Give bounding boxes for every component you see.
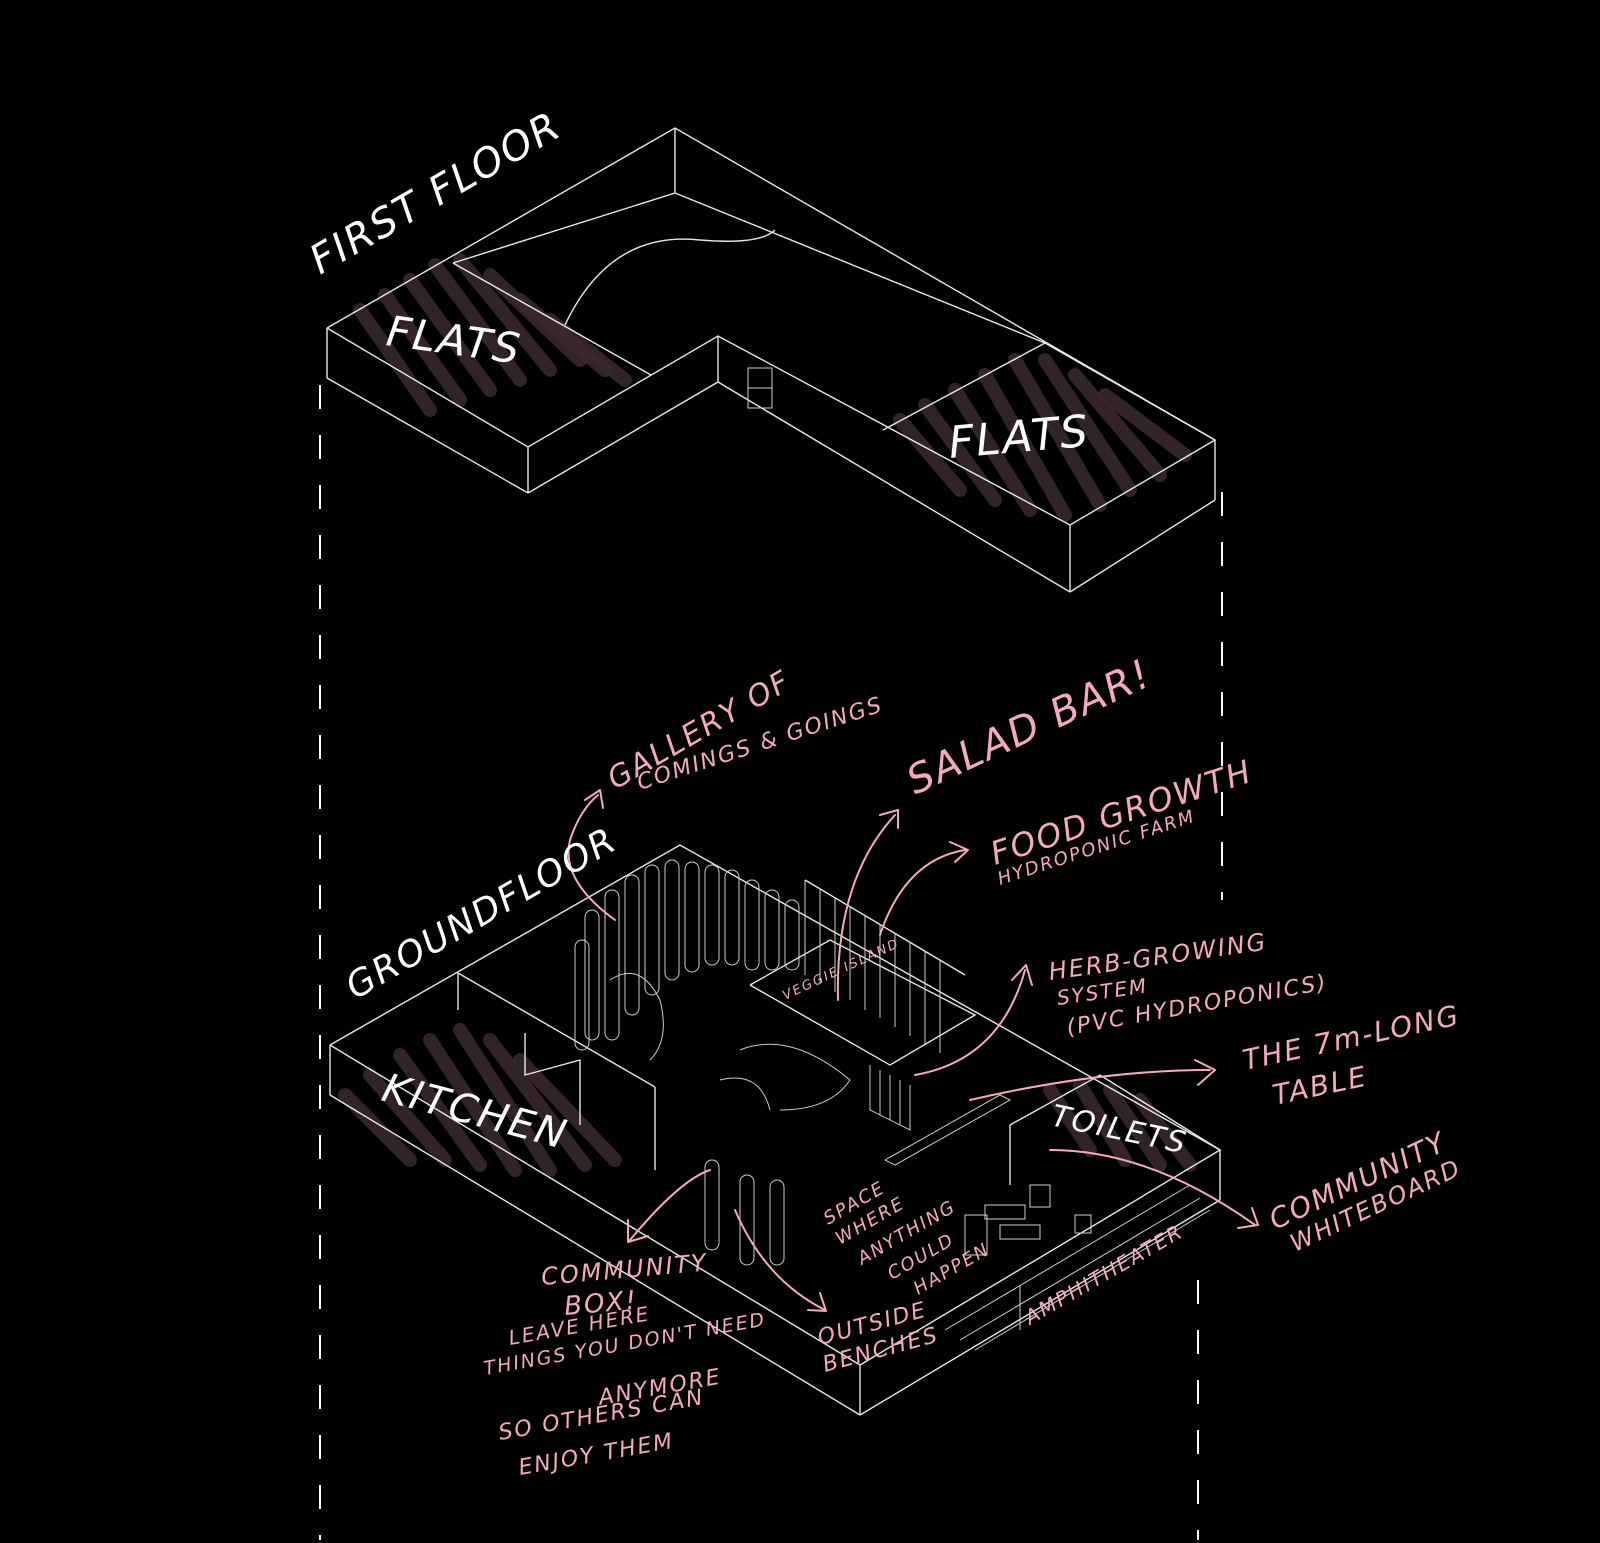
box-line1: COMMUNITY (540, 1249, 709, 1291)
arrow-herb (914, 969, 1026, 1076)
ground-floor-slab (329, 844, 1222, 1416)
arrow-gallery (567, 794, 616, 921)
arrow-whiteboard (1049, 1149, 1256, 1226)
herb-line1: HERB-GROWING (1047, 928, 1269, 986)
amphitheater-label: AMPHITHEATER (1019, 1219, 1188, 1330)
first-floor-hatching (353, 253, 1192, 522)
salad-bar-label: SALAD BAR! (900, 651, 1159, 804)
box-line2: BOX! (563, 1286, 639, 1322)
herb-annotation: HERB-GROWING SYSTEM (PVC HYDROPONICS) (1047, 928, 1330, 1041)
food-growth-annotation: FOOD GROWTH HYDROPONIC FARM (986, 752, 1257, 890)
groundfloor-title: GROUNDFLOOR (339, 819, 624, 1007)
annotation-arrows (567, 789, 1259, 1312)
first-floor-title: FIRST FLOOR (302, 103, 569, 284)
first-floor-slab (326, 127, 1217, 593)
ground-floor-hatching (338, 1023, 1197, 1177)
projection-lines (319, 385, 1223, 1540)
space-annotation: SPACE WHERE ANYTHING COULD HAPPEN (820, 1177, 994, 1299)
arrow-table (969, 1069, 1211, 1101)
veggie-island-structure (719, 879, 977, 1131)
arrow-food-growth (879, 849, 966, 936)
amphitheater-blocks (964, 1184, 1092, 1256)
arrow-benches (734, 1209, 826, 1311)
flats-label-right: FLATS (947, 406, 1092, 469)
arrow-salad-bar (836, 814, 896, 1001)
whiteboard-annotation: COMMUNITY WHITEBOARD (1264, 1125, 1466, 1257)
gallery-annotation: GALLERY OF COMINGS & GOINGS (602, 664, 887, 797)
benches-annotation: OUTSIDE BENCHES (815, 1298, 942, 1378)
arrow-community-box (629, 1169, 711, 1241)
food-growth-line1: FOOD GROWTH (986, 752, 1257, 873)
table-annotation: THE 7m-LONG TABLE (1240, 999, 1463, 1112)
gallery-columns (574, 859, 800, 1266)
